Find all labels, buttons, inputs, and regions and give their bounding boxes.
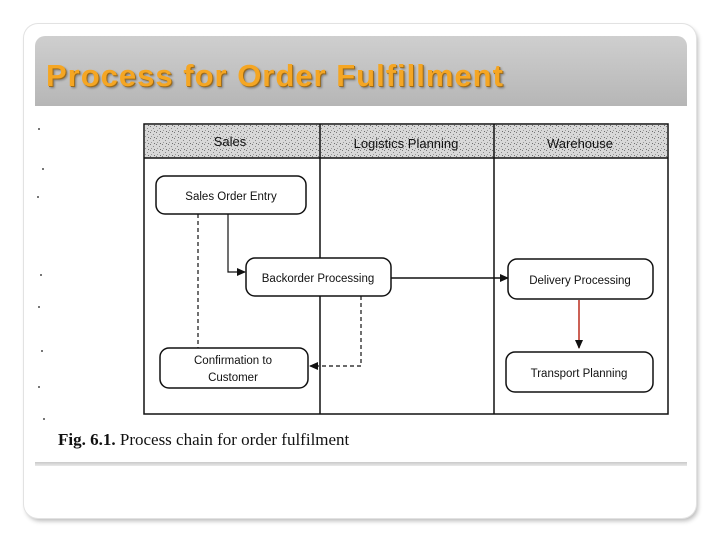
figure-caption: Fig. 6.1. Process chain for order fulfil… [58, 430, 349, 450]
lane-header-band [145, 125, 667, 158]
lane-header-logistics-planning: Logistics Planning [354, 136, 459, 151]
step-label: Delivery Processing [529, 275, 631, 287]
step-backorder-processing [245, 257, 392, 297]
step-label: Sales Order Entry [185, 191, 277, 203]
lane-header-sales: Sales [214, 134, 247, 149]
step-delivery-processing [507, 258, 654, 300]
lane-header-warehouse: Warehouse [547, 136, 613, 151]
step-label-line1: Confirmation to [194, 355, 272, 367]
title-bar [35, 36, 687, 106]
step-transport-planning [505, 351, 654, 393]
step-confirmation-to-customer [159, 347, 309, 389]
step-label: Transport Planning [531, 368, 628, 380]
flow-backorder-to-confirmation [309, 296, 362, 370]
slide-title: Process for Order Fulfillment [46, 58, 504, 93]
step-label: Backorder Processing [262, 273, 375, 285]
scan-noise [36, 124, 50, 424]
bottom-divider [35, 462, 687, 466]
step-label-line2: Customer [208, 372, 258, 384]
flow-order-to-backorder [227, 214, 246, 276]
step-sales-order-entry [155, 175, 307, 215]
caption-label: Fig. 6.1. [58, 430, 116, 449]
caption-text: Process chain for order fulfilment [119, 430, 350, 449]
